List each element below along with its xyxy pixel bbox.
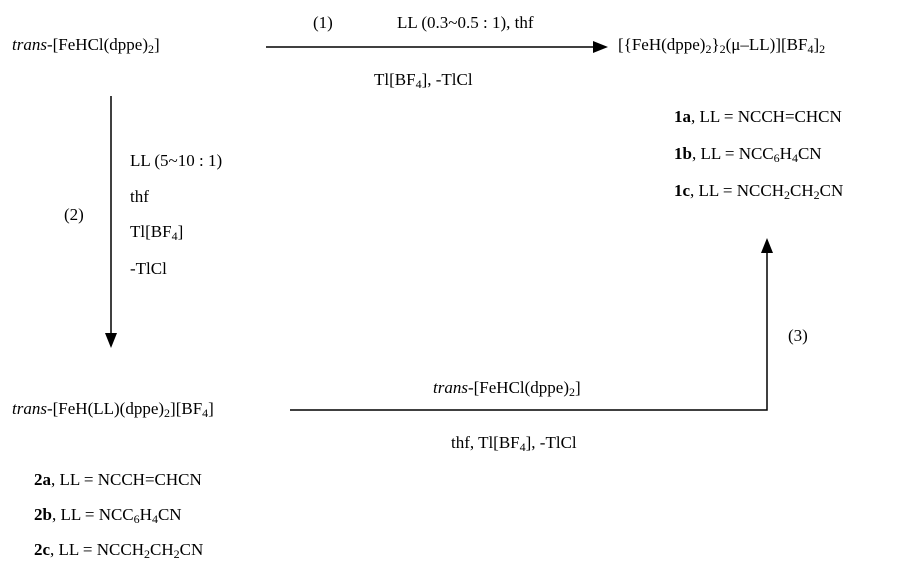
list2-post: CN [157,505,182,524]
list2-sub2: 2 [173,547,180,561]
step3-conditions-below: thf, Tl[BF4], -TlCl [451,433,577,453]
step2-line3-b: ] [177,222,184,241]
list1-item-1a: 1a, LL = NCCH=CHCN [674,107,842,127]
list2-sub: 6 [133,512,140,526]
step2-line-2: thf [130,187,149,206]
intermediate-s1: 2 [164,406,171,420]
list2-pre: , LL = NCCH [50,540,145,559]
product1-c: (μ–LL)][BF [725,35,808,54]
step1-below-b: ], -TlCl [421,70,473,89]
list2-pre: , LL = NCCH=CHCN [51,470,202,489]
intermediate-prefix: trans [12,399,47,418]
intermediate-complex: trans-[FeH(LL)(dppe)2][BF4] [12,399,214,419]
list2-mid: H [139,505,152,524]
list1-post: CN [797,144,822,163]
arrow-2-head [105,333,117,348]
step2-line3-sub: 4 [171,229,178,243]
list1-sub: 6 [773,151,780,165]
arrow-3-head [761,238,773,253]
product1-s3: 4 [807,42,814,56]
list2-post: CN [179,540,204,559]
step2-line3-a: Tl[BF [130,222,172,241]
step3-above-a: -[FeHCl(dppe) [467,378,569,397]
list1-id: 1c [674,181,691,200]
step3-number: (3) [788,326,808,345]
list1-item-1c: 1c, LL = NCCH2CH2CN [674,181,843,201]
intermediate-b: ][BF [170,399,203,418]
list2-id: 2c [34,540,51,559]
arrow-3-line [290,253,768,411]
intermediate-a: -[FeH(LL)(dppe) [46,399,165,418]
start-formula: -[FeHCl(dppe) [46,35,148,54]
list1-pre: , LL = NCCH=CHCN [691,107,842,126]
dinuclear-product: [{FeH(dppe)2}2(μ–LL)][BF4]2 [618,35,825,55]
list2-pre: , LL = NCC [51,505,134,524]
list2-item-2b: 2b, LL = NCC6H4CN [34,505,182,525]
arrow-1-head [593,41,608,53]
list1-mid: CH [790,181,814,200]
step1-number: (1) [313,13,333,32]
step2-line-4: -TlCl [130,259,167,278]
step1-below-a: Tl[BF [374,70,416,89]
starting-complex: trans-[FeHCl(dppe)2] [12,35,160,55]
product1-s4: 2 [819,42,826,56]
step3-above-b: ] [575,378,581,397]
list2-mid: CH [150,540,174,559]
step2-line-1: LL (5~10 : 1) [130,151,223,170]
step3-below-a: thf, Tl[BF [451,433,520,452]
list1-sub: 2 [784,188,791,202]
start-prefix: trans [12,35,47,54]
list1-sub2: 2 [813,188,820,202]
list1-pre: , LL = NCCH [690,181,785,200]
list2-item-2a: 2a, LL = NCCH=CHCN [34,470,202,490]
intermediate-s2: 4 [202,406,209,420]
intermediate-c: ] [208,399,214,418]
list1-item-1b: 1b, LL = NCC6H4CN [674,144,822,164]
product1-a: [{FeH(dppe) [618,35,706,54]
step1-conditions-above: LL (0.3~0.5 : 1), thf [397,13,534,32]
step3-below-sub: 4 [519,440,526,454]
list2-item-2c: 2c, LL = NCCH2CH2CN [34,540,203,560]
list2-sub: 2 [144,547,151,561]
product1-s2: 2 [719,42,726,56]
step3-above-sub: 2 [569,385,575,399]
list1-post: CN [819,181,844,200]
list2-id: 2b [34,505,52,524]
list1-pre: , LL = NCC [691,144,774,163]
start-sub: 2 [148,42,154,56]
product1-d: ] [813,35,820,54]
step2-number: (2) [64,205,84,224]
list1-id: 1b [674,144,692,163]
product1-s1: 2 [705,42,712,56]
step3-above-prefix: trans [433,378,468,397]
step3-conditions-above: trans-[FeHCl(dppe)2] [433,378,581,398]
step3-below-b: ], -TlCl [525,433,577,452]
list2-id: 2a [34,470,51,489]
list2-sub2: 4 [151,512,158,526]
step2-line-3: Tl[BF4] [130,222,183,242]
step1-conditions-below: Tl[BF4], -TlCl [374,70,473,90]
product1-b: } [711,35,720,54]
list1-sub2: 4 [791,151,798,165]
list1-mid: H [779,144,792,163]
step1-below-sub: 4 [415,77,422,91]
list1-id: 1a [674,107,691,126]
start-close: ] [154,35,160,54]
